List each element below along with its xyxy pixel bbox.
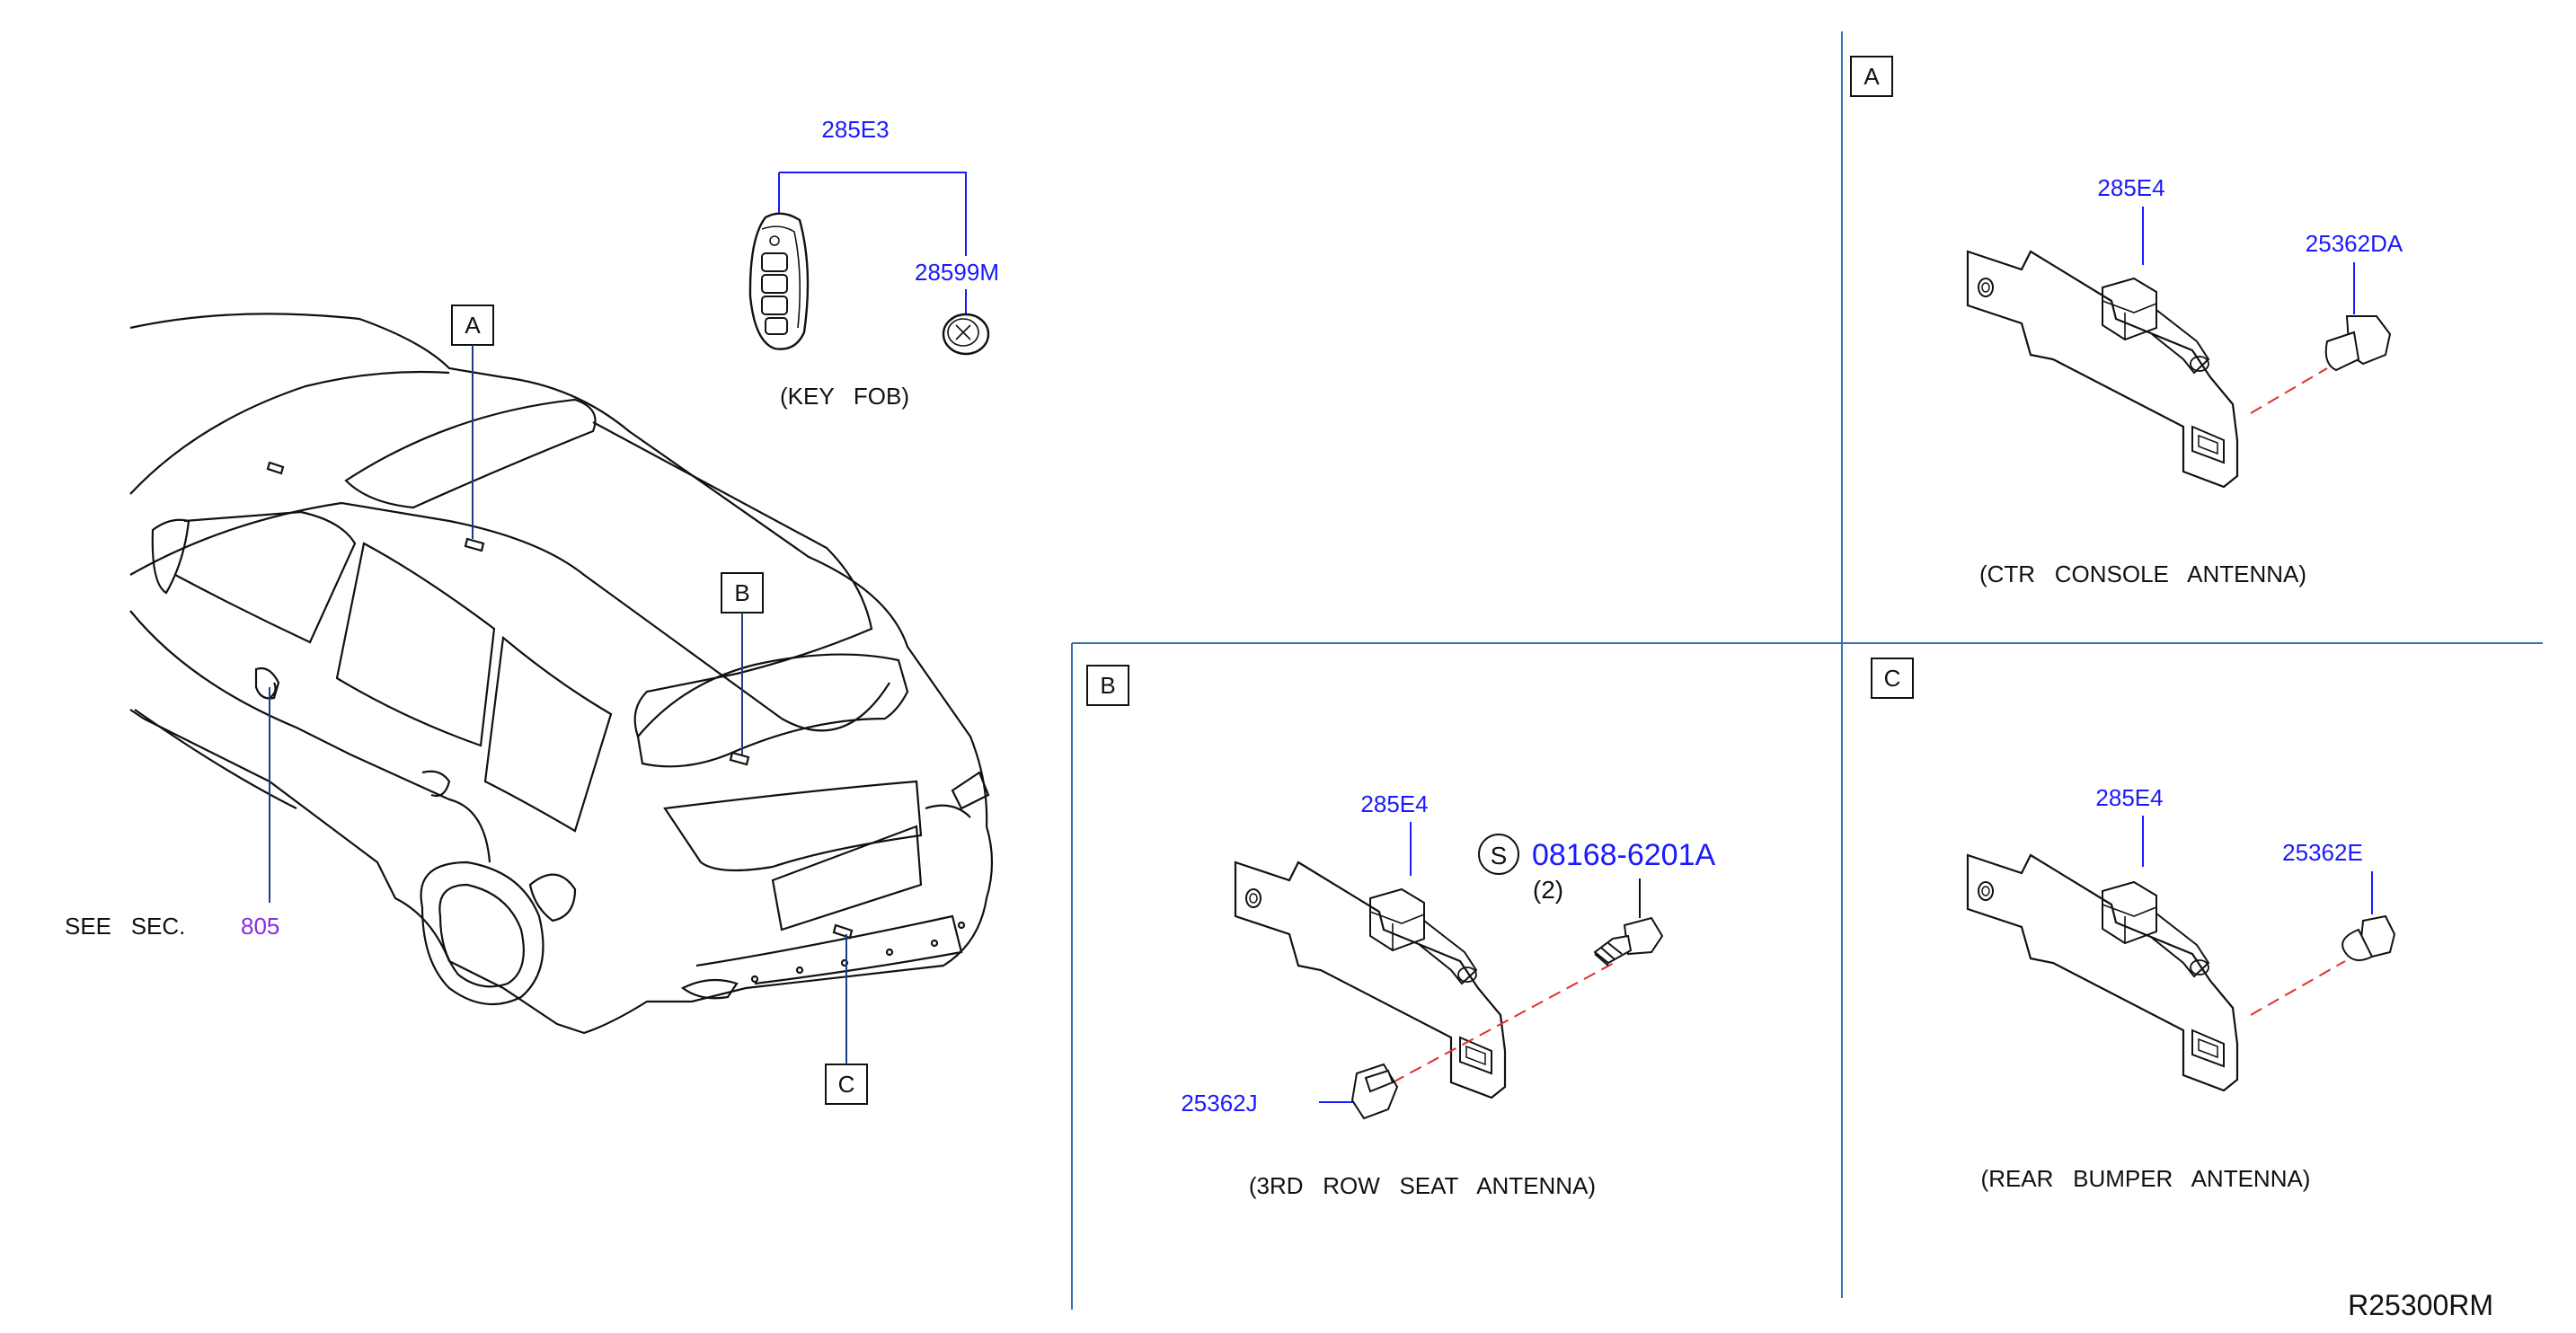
key-fob-part-label[interactable]: 285E3	[821, 116, 889, 143]
svg-text:C: C	[838, 1071, 855, 1098]
clip-icon-c	[2341, 914, 2396, 961]
antenna-bracket-a	[1966, 250, 2239, 489]
svg-text:B: B	[734, 579, 749, 606]
panel-c-tag: C	[1884, 665, 1901, 692]
panel-a: A 285E4 25362DA (CTR CONSOLE ANTENNA)	[1850, 56, 2403, 587]
battery-part-label[interactable]: 28599M	[915, 259, 999, 286]
coin-battery-icon	[942, 313, 990, 356]
panel-c-clip-label[interactable]: 25362E	[2282, 839, 2363, 866]
key-fob-icon	[748, 212, 810, 350]
svg-text:A: A	[465, 312, 481, 339]
panel-b-antenna-label[interactable]: 285E4	[1360, 790, 1428, 817]
callout-C-vehicle: C	[825, 934, 868, 1105]
panel-a-tag: A	[1863, 63, 1880, 90]
panel-b-screw-label[interactable]: 08168-6201A	[1532, 838, 1716, 872]
diagram-id: R25300RM	[2348, 1289, 2493, 1321]
key-fob-group: 285E3 28599M (KEY FOB)	[748, 116, 999, 410]
bolt-icon	[2324, 315, 2392, 372]
panel-b-screw-symbol: S	[1491, 842, 1508, 870]
panel-a-fastener-label[interactable]: 25362DA	[2306, 230, 2403, 257]
panel-a-caption: (CTR CONSOLE ANTENNA)	[1979, 561, 2306, 587]
panel-b: B 285E4 S 08168-6201A (2) 25362J (3RD RO…	[1086, 665, 1716, 1199]
antenna-bracket-b	[1234, 861, 1507, 1099]
see-sec-ref[interactable]: 805	[241, 913, 279, 940]
panel-b-tag: B	[1100, 672, 1115, 699]
see-sec-text: SEE SEC.	[65, 913, 185, 940]
panel-c-caption: (REAR BUMPER ANTENNA)	[1981, 1165, 2311, 1192]
panel-b-clip-label[interactable]: 25362J	[1181, 1090, 1257, 1117]
clip-icon-b	[1350, 1063, 1399, 1120]
panel-c: C 285E4 25362E (REAR BUMPER ANTENNA)	[1871, 658, 2396, 1192]
antenna-bracket-c	[1966, 853, 2239, 1092]
callout-B-vehicle: B	[721, 572, 764, 755]
panel-c-antenna-label[interactable]: 285E4	[2095, 784, 2163, 811]
vehicle-illustration	[129, 313, 994, 1035]
screw-icon	[1593, 916, 1664, 967]
key-fob-caption: (KEY FOB)	[780, 383, 909, 410]
panel-b-screw-qty: (2)	[1533, 876, 1563, 904]
panel-b-caption: (3RD ROW SEAT ANTENNA)	[1249, 1172, 1596, 1199]
callout-A-vehicle: A	[451, 305, 494, 539]
panel-a-antenna-label[interactable]: 285E4	[2097, 174, 2164, 201]
